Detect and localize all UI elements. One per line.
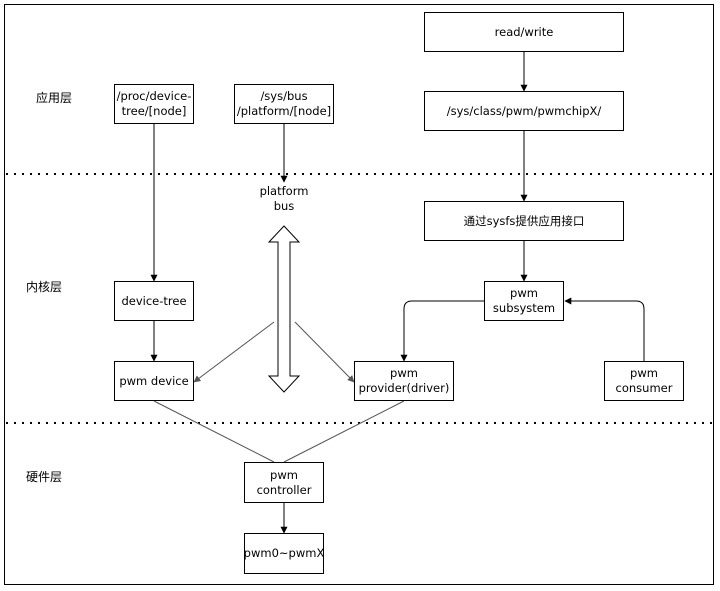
arrow-bus-to-pwmdevice bbox=[193, 321, 275, 383]
platform-bus-double-arrow bbox=[267, 225, 301, 393]
line-provider-to-controller bbox=[283, 400, 405, 463]
layer-label-hardware: 硬件层 bbox=[26, 470, 63, 484]
node-pwm-device: pwm device bbox=[114, 361, 194, 401]
node-pwm-consumer: pwm consumer bbox=[604, 361, 684, 401]
arrow-bus-to-provider bbox=[294, 321, 355, 383]
node-platform-bus: platform bus bbox=[259, 184, 309, 213]
node-proc-device-tree: /proc/device- tree/[node] bbox=[114, 84, 194, 124]
node-pwm-subsystem: pwm subsystem bbox=[484, 281, 564, 321]
node-pwm-provider: pwm provider(driver) bbox=[354, 361, 454, 401]
layer-label-kernel: 内核层 bbox=[26, 280, 63, 294]
node-read-write: read/write bbox=[424, 12, 624, 52]
node-device-tree: device-tree bbox=[114, 281, 194, 321]
arrow-subsystem-to-provider bbox=[400, 300, 484, 362]
line-pwmdevice-to-controller bbox=[153, 400, 275, 463]
node-sysfs-interface: 通过sysfs提供应用接口 bbox=[424, 201, 624, 241]
arrow-consumer-to-subsystem bbox=[564, 297, 645, 361]
node-sys-class-pwm: /sys/class/pwm/pwmchipX/ bbox=[424, 91, 624, 131]
node-pwm-controller: pwm controller bbox=[244, 462, 324, 503]
node-sys-bus-platform: /sys/bus /platform/[node] bbox=[234, 84, 334, 124]
diagram-frame bbox=[4, 4, 714, 585]
layer-label-app: 应用层 bbox=[36, 91, 73, 105]
node-pwm-channels: pwm0~pwmX bbox=[244, 533, 324, 574]
